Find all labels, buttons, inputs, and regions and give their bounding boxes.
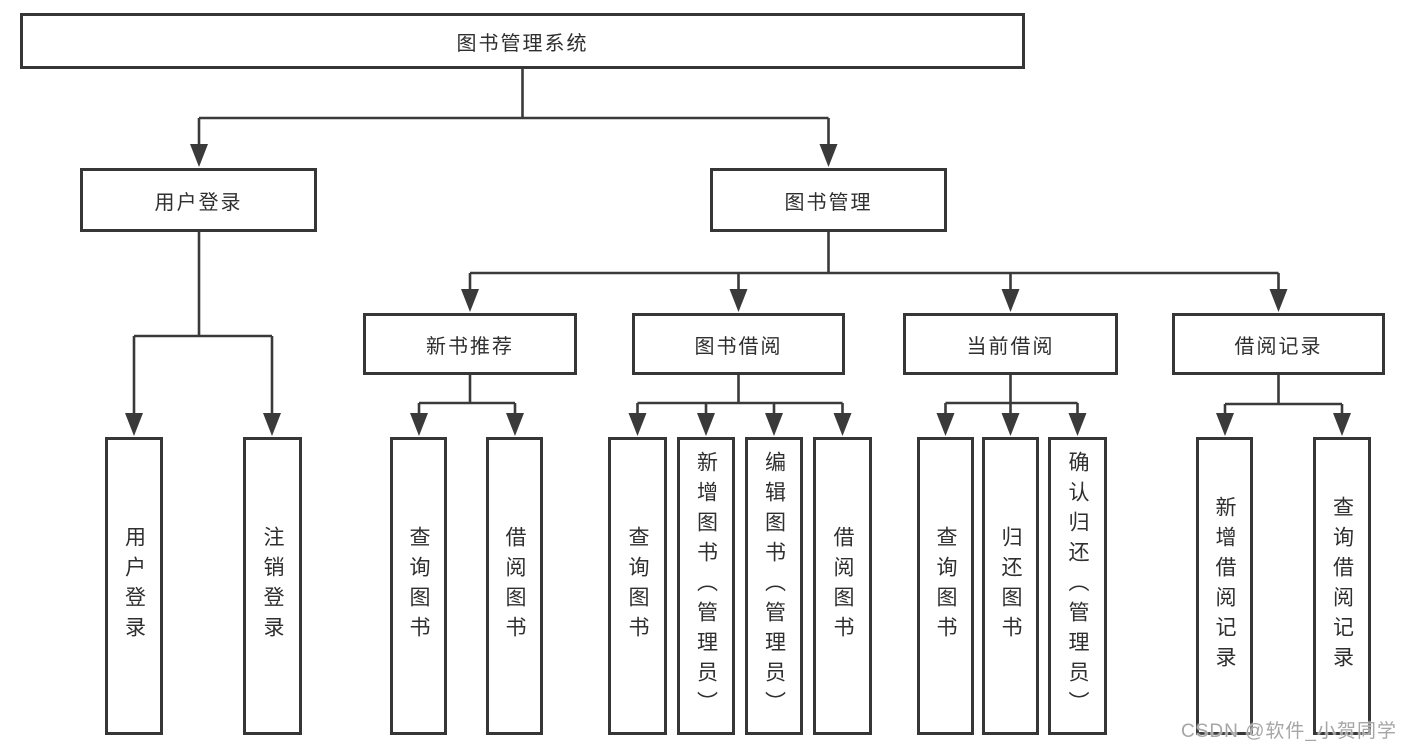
arrowhead: [1269, 289, 1288, 312]
leaf-query-books-current: 查询图书: [917, 437, 974, 735]
arrowhead: [461, 289, 479, 312]
leaf-confirm-return-admin-label: 确认归还︵管理员︶: [1066, 451, 1089, 721]
node-borrowing-records-label: 借阅记录: [1234, 335, 1323, 358]
arrowhead: [1001, 289, 1020, 312]
arrowhead: [1001, 413, 1020, 436]
node-user-login-label: 用户登录: [154, 191, 243, 214]
arrowhead: [833, 413, 852, 436]
leaf-add-books-admin: 新增图书︵管理员︶: [677, 437, 735, 735]
node-book-borrowing: 图书借阅: [632, 313, 845, 375]
leaf-add-books-admin-label: 新增图书︵管理员︶: [694, 451, 718, 721]
arrowhead: [410, 413, 428, 436]
leaf-query-borrow-record: 查询借阅记录: [1313, 437, 1371, 735]
leaf-query-books-borrowing-label: 查询图书: [626, 526, 649, 646]
leaf-query-books-recommend: 查询图书: [390, 437, 447, 735]
leaf-edit-books-admin-label: 编辑图书︵管理员︶: [762, 451, 786, 721]
arrowhead: [190, 144, 208, 167]
node-book-management: 图书管理: [710, 168, 947, 232]
node-current-borrowing-label: 当前借阅: [966, 335, 1055, 358]
leaf-query-borrow-record-label: 查询借阅记录: [1330, 496, 1354, 676]
node-book-borrowing-label: 图书借阅: [694, 335, 783, 358]
arrowhead: [819, 144, 838, 167]
leaf-add-borrow-record: 新增借阅记录: [1196, 437, 1253, 735]
leaf-add-borrow-record-label: 新增借阅记录: [1213, 496, 1236, 676]
node-new-book-recommendation: 新书推荐: [363, 313, 577, 375]
leaf-borrow-books-borrowing-label: 借阅图书: [831, 526, 854, 646]
leaf-query-books-current-label: 查询图书: [934, 526, 957, 646]
leaf-return-books: 归还图书: [982, 437, 1039, 735]
node-book-management-label: 图书管理: [784, 191, 873, 214]
leaf-borrow-books-recommend-label: 借阅图书: [503, 526, 526, 646]
arrowhead: [1333, 413, 1351, 436]
leaf-query-books-borrowing: 查询图书: [608, 437, 667, 735]
csdn-watermark: CSDN @软件_小贺同学: [1181, 721, 1397, 742]
leaf-return-books-label: 归还图书: [999, 526, 1022, 646]
node-user-login: 用户登录: [80, 168, 317, 232]
leaf-borrow-books-borrowing: 借阅图书: [813, 437, 872, 735]
leaf-borrow-books-recommend: 借阅图书: [486, 437, 543, 735]
leaf-confirm-return-admin: 确认归还︵管理员︶: [1048, 437, 1107, 735]
leaf-logout-label: 注销登录: [261, 526, 284, 646]
node-library-system-label: 图书管理系统: [456, 32, 589, 55]
leaf-logout: 注销登录: [243, 437, 302, 735]
leaf-user-login-label: 用户登录: [122, 526, 146, 646]
arrowhead: [506, 413, 524, 436]
arrowhead: [125, 413, 143, 436]
leaf-edit-books-admin: 编辑图书︵管理员︶: [745, 437, 803, 735]
arrowhead: [765, 413, 783, 436]
leaf-user-login: 用户登录: [105, 437, 163, 735]
node-library-system: 图书管理系统: [20, 13, 1025, 69]
node-new-book-recommendation-label: 新书推荐: [426, 335, 514, 358]
arrowhead: [1068, 413, 1087, 436]
arrowhead: [697, 413, 715, 436]
arrowhead: [1216, 413, 1234, 436]
node-borrowing-records: 借阅记录: [1172, 313, 1385, 375]
arrowhead: [263, 413, 281, 436]
leaf-query-books-recommend-label: 查询图书: [407, 526, 430, 646]
node-current-borrowing: 当前借阅: [903, 313, 1118, 375]
arrowhead: [628, 413, 647, 436]
arrowhead: [729, 289, 748, 312]
arrowhead: [936, 413, 955, 436]
